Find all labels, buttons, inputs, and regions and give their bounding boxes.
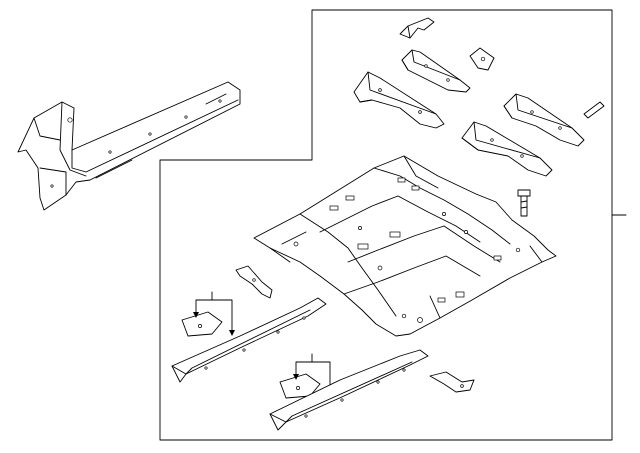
side-sill-right — [269, 349, 429, 431]
reinforcement-bracket-right — [429, 371, 475, 393]
small-pin — [583, 101, 605, 119]
side-sill-left — [171, 297, 327, 383]
support-bracket-small — [235, 265, 273, 299]
gusset-right — [279, 373, 321, 399]
bolt — [517, 189, 531, 217]
crossmember-front-right — [401, 49, 471, 93]
gusset-left — [181, 311, 223, 337]
rocker-inner-panel — [17, 81, 241, 211]
callout-left — [193, 291, 235, 336]
crossmember-rear-right — [503, 93, 585, 147]
small-bracket-clip — [469, 47, 495, 71]
small-bracket-top — [399, 17, 435, 39]
crossmember-front-left — [353, 71, 445, 129]
diagram-frame — [159, 9, 613, 441]
floor-pan — [253, 155, 557, 337]
crossmember-rear-left — [461, 121, 553, 177]
